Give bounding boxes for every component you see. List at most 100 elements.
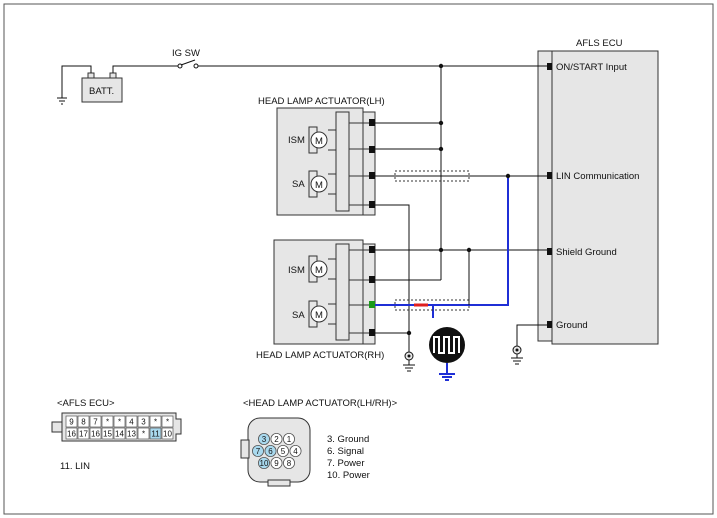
rh-ism-motor: [310, 260, 328, 278]
motor-letter: M: [315, 180, 323, 191]
afls-ecu-connector-strip: [537, 50, 553, 342]
actuator-pin-cell: [270, 456, 283, 469]
rh-actuator-box: [273, 239, 364, 345]
afls-pin-cell: [149, 427, 162, 440]
actuator-pin-number: 6: [268, 447, 273, 456]
ig-sw-label: IG SW: [172, 48, 200, 59]
rh-shield-box: [394, 299, 470, 311]
actuator-pin-number: 7: [256, 447, 261, 456]
afls-pin-number: *: [118, 418, 121, 427]
afls-pin-cell: [161, 427, 174, 440]
battery-terminal-neg: [87, 72, 95, 79]
actuator-pin-cell: [251, 444, 264, 457]
afls-pin-number: 9: [69, 418, 74, 427]
junction: [438, 63, 444, 69]
rh-signal-pin: [369, 301, 375, 308]
rh-sa-motor: [310, 305, 328, 323]
battery-ground-symbol: [57, 97, 67, 105]
rh-connector: [362, 243, 376, 345]
lh-ism-label: ISM: [288, 135, 305, 146]
oscilloscope-icon: [429, 327, 465, 381]
afls-pin-cell: [101, 427, 114, 440]
afls-pin-number: 16: [91, 430, 100, 439]
afls-pin-cell: [65, 427, 78, 440]
actuator-pin-cell: [276, 444, 289, 457]
motor-letter: M: [315, 310, 323, 321]
rh-pin: [369, 329, 375, 336]
afls-connector-note: 11. LIN: [60, 461, 90, 472]
ig-sw-contact-a: [177, 63, 183, 69]
afls-pin-number: 17: [79, 430, 88, 439]
actuator-pin-number: 9: [274, 459, 279, 468]
afls-pin-number: 4: [129, 418, 134, 427]
afls-pin-number: *: [106, 418, 109, 427]
afls-pin-number: 13: [127, 430, 136, 439]
rh-pin: [369, 276, 375, 283]
ecu-pin-on-start: [547, 63, 552, 70]
actuator-legend-item: 10. Power: [327, 470, 370, 481]
afls-pin-cell: [125, 415, 138, 428]
actuator-pin-cell: [270, 432, 283, 445]
afls-connector-title: <AFLS ECU>: [57, 398, 115, 409]
battery-box: [81, 77, 123, 103]
actuator-ground-symbol: [403, 351, 415, 372]
actuator-pin-number: 3: [262, 435, 267, 444]
afls-pin-cell: [77, 427, 90, 440]
afls-pin-number: 7: [93, 418, 98, 427]
lh-connector: [362, 111, 376, 216]
actuator-pin-cell: [289, 444, 302, 457]
ecu-label-shield-ground: Shield Ground: [556, 247, 617, 258]
lh-pin: [369, 119, 375, 126]
afls-pin-cell: [125, 427, 138, 440]
actuator-pin-number: 10: [260, 459, 269, 468]
afls-pin-cell: [89, 427, 102, 440]
lh-inner-bar: [335, 111, 350, 212]
afls-pin-cell: [77, 415, 90, 428]
actuator-pin-cell: [257, 432, 270, 445]
lh-actuator-title: HEAD LAMP ACTUATOR(LH): [258, 96, 385, 107]
rh-ism-label: ISM: [288, 265, 305, 276]
actuator-pin-cell: [282, 456, 295, 469]
afls-pin-number: 10: [163, 430, 172, 439]
afls-ecu-box: [551, 50, 659, 345]
ecu-pin-ground: [547, 321, 552, 328]
actuator-pin-number: 2: [274, 435, 279, 444]
lh-sa-motor: [310, 175, 328, 193]
lh-pin: [369, 146, 375, 153]
battery-positive-wire: [112, 65, 178, 73]
ecu-pin-lin: [547, 172, 552, 179]
actuator-pin-number: 4: [293, 447, 298, 456]
motor-letter: M: [315, 136, 323, 147]
actuator-pin-number: 8: [287, 459, 292, 468]
lh-shield-box: [394, 170, 470, 182]
rh-inner-bar: [335, 243, 350, 341]
afls-pin-number: *: [142, 430, 145, 439]
afls-pin-number: *: [154, 418, 157, 427]
actuator-pin-cell: [282, 432, 295, 445]
lh-pin: [369, 201, 375, 208]
rh-actuator-title: HEAD LAMP ACTUATOR(RH): [256, 350, 384, 361]
afls-pin-cell: [161, 415, 174, 428]
afls-pin-cell: [89, 415, 102, 428]
afls-pin-cell: [65, 415, 78, 428]
actuator-connector-title: <HEAD LAMP ACTUATOR(LH/RH)>: [243, 398, 398, 409]
actuator-pin-number: 1: [287, 435, 292, 444]
actuator-legend-item: 6. Signal: [327, 446, 364, 457]
afls-pin-number: 3: [141, 418, 146, 427]
actuator-pin-number: 5: [281, 447, 286, 456]
afls-pin-number: 8: [81, 418, 86, 427]
ecu-ground-symbol: [511, 345, 523, 365]
ecu-pin-shield: [547, 248, 552, 255]
actuator-pin-cell: [264, 444, 277, 457]
lh-ism-motor: [310, 131, 328, 149]
actuator-legend-item: 7. Power: [327, 458, 365, 469]
afls-pin-cell: [137, 427, 150, 440]
actuator-pin-cell: [257, 456, 270, 469]
battery-terminal-pos: [109, 72, 117, 79]
afls-pin-cell: [113, 415, 126, 428]
afls-pin-number: 16: [67, 430, 76, 439]
